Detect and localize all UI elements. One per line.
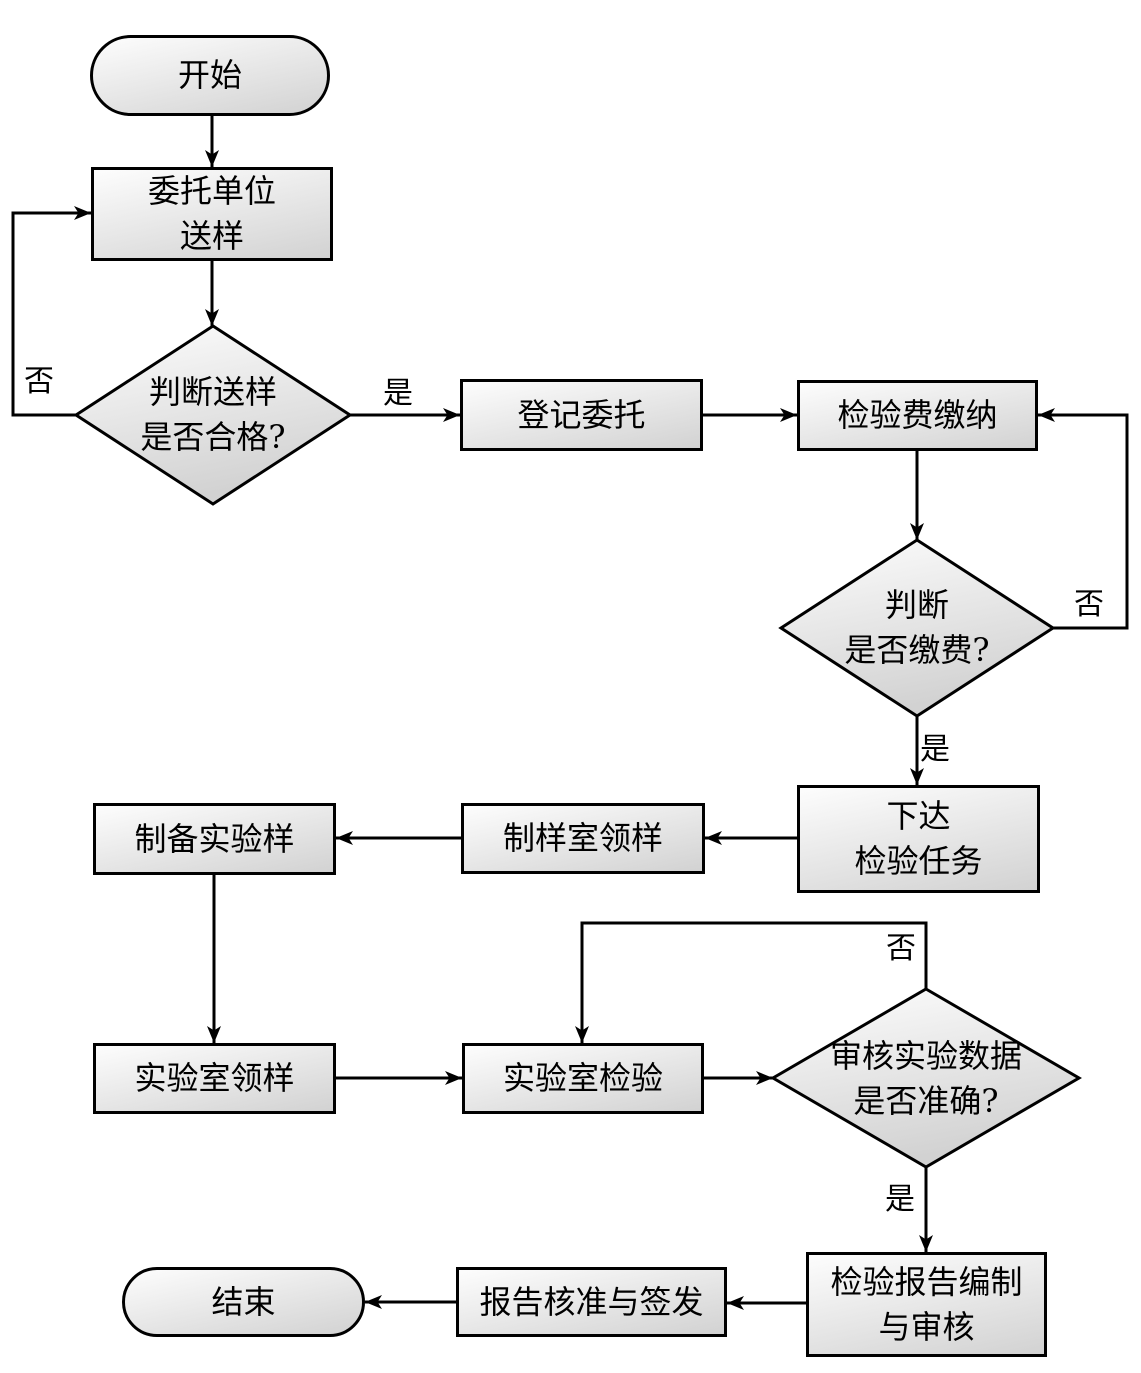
edge-label-judge-sample-no: 否 (24, 364, 54, 399)
edge-judge-data-no-loop (575, 921, 928, 1043)
edge-label-judge-sample-yes: 是 (383, 376, 413, 411)
node-issue-task: 下达 检验任务 (797, 785, 1040, 893)
node-lab-receive: 实验室领样 (93, 1043, 336, 1114)
diamond-judge-data-shape (770, 987, 1082, 1169)
node-end: 结束 (122, 1267, 365, 1337)
node-approve-report: 报告核准与签发 (456, 1267, 727, 1337)
node-judge-sample: 判断送样 是否合格? (140, 373, 286, 456)
node-register: 登记委托 (460, 379, 703, 451)
node-sampling-room: 制样室领样 (461, 803, 705, 874)
node-judge-payment: 判断 是否缴费? (844, 586, 990, 669)
edge-label-judge-data-yes: 是 (885, 1182, 915, 1217)
edge-label-judge-data-no: 否 (886, 931, 916, 966)
node-start: 开始 (90, 35, 330, 116)
node-compile-report: 检验报告编制 与审核 (806, 1252, 1047, 1357)
diamond-judge-payment-shape (778, 538, 1056, 718)
edge-label-judge-payment-yes: 是 (920, 732, 950, 767)
node-submit-sample: 委托单位 送样 (91, 167, 333, 261)
node-lab-test: 实验室检验 (462, 1043, 704, 1114)
edge-label-judge-payment-no: 否 (1074, 587, 1104, 622)
edge-judge-payment-no-loop (1038, 408, 1129, 630)
node-prepare-sample: 制备实验样 (93, 803, 336, 875)
node-pay-fee: 检验费缴纳 (797, 380, 1038, 451)
diamond-judge-sample-shape (73, 324, 353, 506)
edge-judge-sample-no-loop (11, 206, 91, 417)
node-judge-data: 审核实验数据 是否准确? (829, 1037, 1022, 1120)
